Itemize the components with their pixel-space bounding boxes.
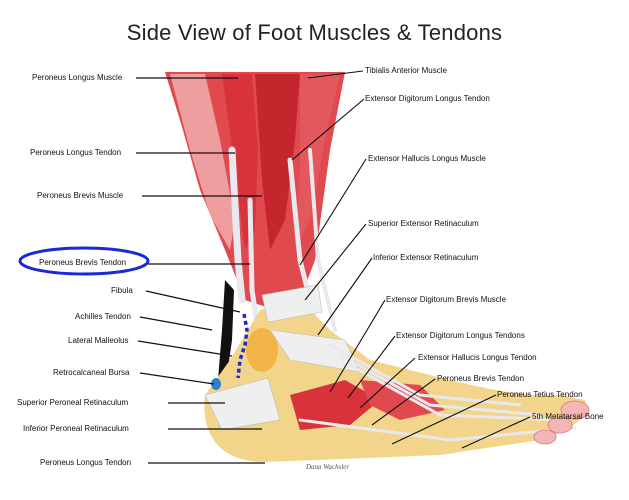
lateral-malleolus [246, 328, 278, 372]
label-lateral-malleolus: Lateral Malleolus [68, 336, 129, 345]
artist-signature: Dana Wachsler [305, 463, 349, 471]
label-peroneus-brevis-tendon-foot: Peroneus Brevis Tendon [437, 374, 525, 383]
label-inferior-extensor-retinaculum: Inferior Extensor Retinaculum [373, 253, 479, 262]
label-fibula: Fibula [111, 286, 133, 295]
foot-muscles [290, 380, 445, 430]
leader-lines-right [291, 70, 531, 449]
label-superior-peroneal-retinaculum: Superior Peroneal Retinaculum [17, 398, 129, 407]
label-superior-extensor-retinaculum: Superior Extensor Retinaculum [368, 219, 479, 228]
label-extensor-digitorum-longus-tendon: Extensor Digitorum Longus Tendon [365, 94, 490, 103]
leg-muscles [165, 72, 345, 310]
label-peroneus-brevis-tendon: Peroneus Brevis Tendon [39, 258, 127, 267]
toe-tendons [298, 343, 577, 442]
label-peroneus-longus-muscle: Peroneus Longus Muscle [32, 73, 123, 82]
label-peroneus-brevis-muscle: Peroneus Brevis Muscle [37, 191, 124, 200]
highlight-circle [18, 246, 150, 276]
label-extensor-digitorum-longus-tendons: Extensor Digitorum Longus Tendons [396, 331, 525, 340]
label-inferior-peroneal-retinaculum: Inferior Peroneal Retinaculum [23, 424, 129, 433]
retrocalcaneal-bursa [211, 378, 221, 390]
label-achilles-tendon: Achilles Tendon [75, 312, 131, 321]
label-peroneus-tetius-tendon: Peroneus Tetius Tendon [497, 390, 583, 399]
label-peroneus-longus-tendon: Peroneus Longus Tendon [30, 148, 122, 157]
label-5th-metatarsal-bone: 5th Metatarsal Bone [532, 412, 604, 421]
highlight-dotted-line [236, 313, 249, 379]
label-extensor-hallucis-longus-muscle: Extensor Hallucis Longus Muscle [368, 154, 486, 163]
retinacula [204, 284, 361, 431]
leader-lines-left [136, 77, 265, 464]
label-tibialis-anterior-muscle: Tibialis Anterior Muscle [365, 66, 447, 75]
label-retrocalcaneal-bursa: Retrocalcaneal Bursa [53, 368, 130, 377]
diagram-title: Side View of Foot Muscles & Tendons [126, 20, 503, 45]
toes [533, 400, 590, 445]
achilles-tendon [218, 280, 234, 390]
label-peroneus-longus-tendon-foot: Peroneus Longus Tendon [40, 458, 132, 467]
label-extensor-digitorum-brevis-muscle: Extensor Digitorum Brevis Muscle [386, 295, 507, 304]
label-extensor-hallucis-longus-tendon: Extensor Hallucis Longus Tendon [418, 353, 537, 362]
